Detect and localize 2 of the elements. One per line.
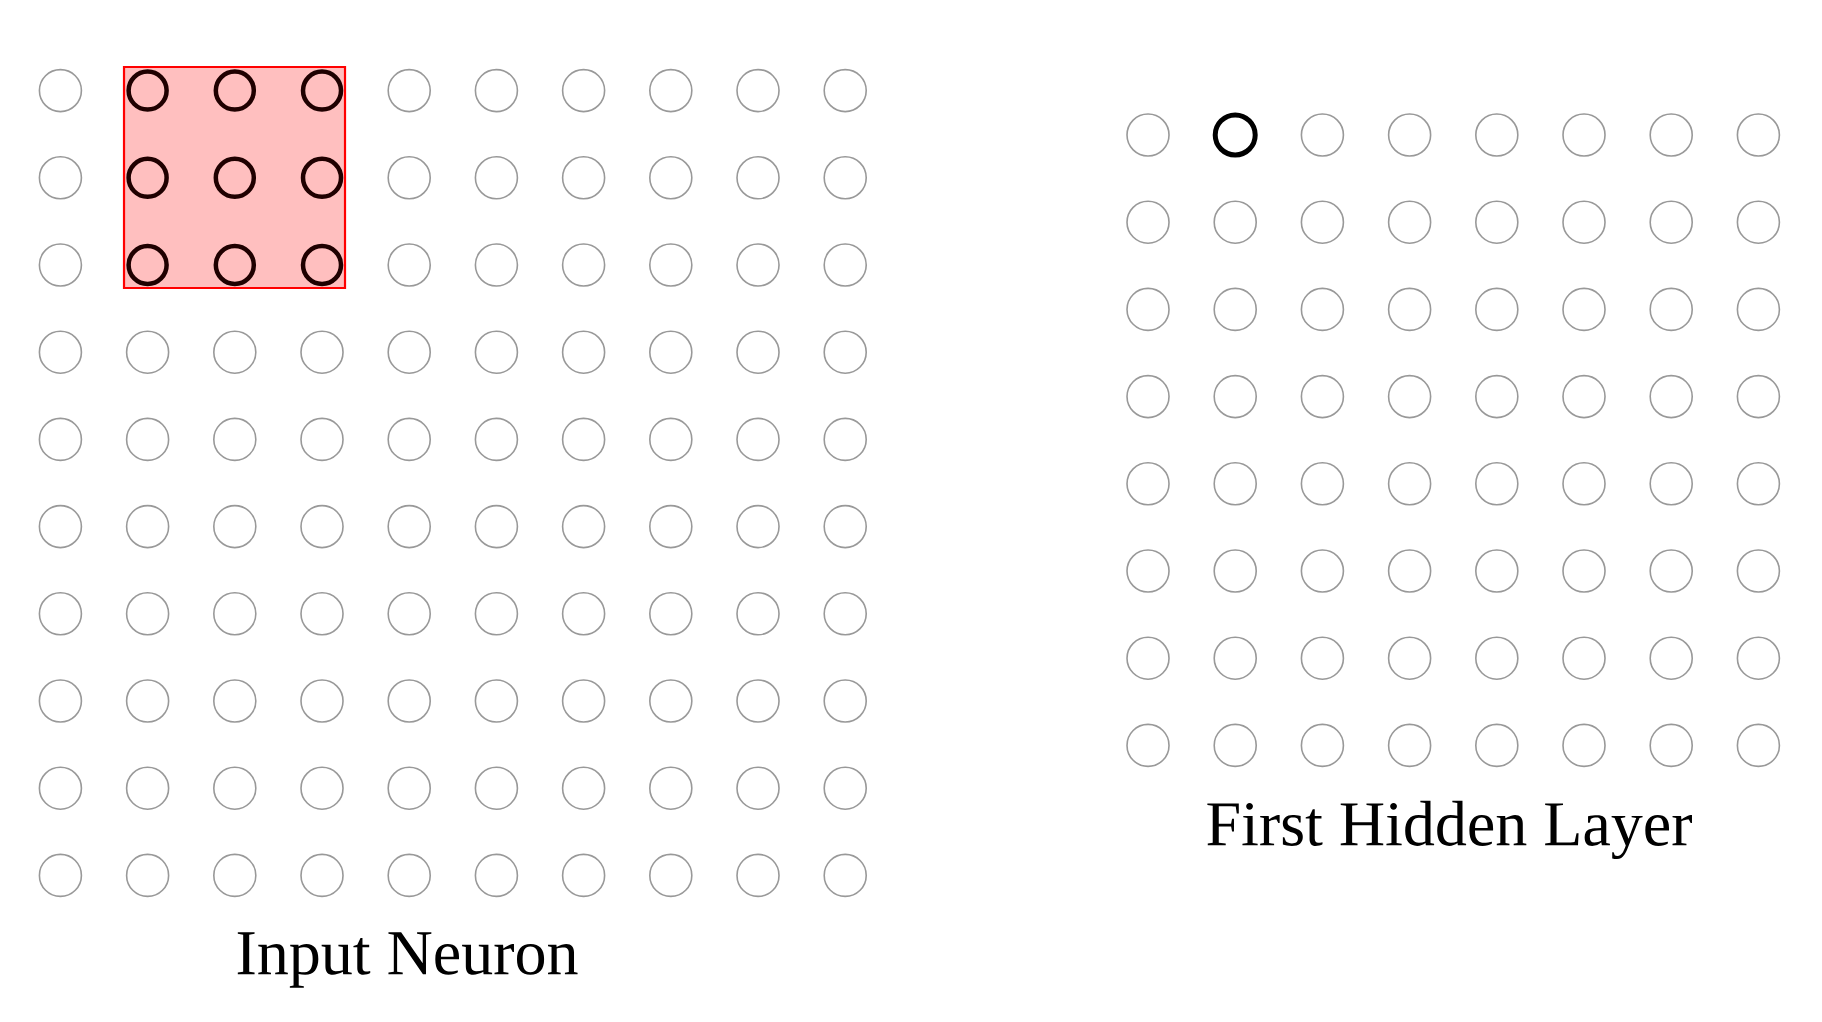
layer-label: Input Neuron bbox=[237, 932, 578, 988]
layer-label: First Hidden Layer bbox=[1207, 800, 1692, 860]
